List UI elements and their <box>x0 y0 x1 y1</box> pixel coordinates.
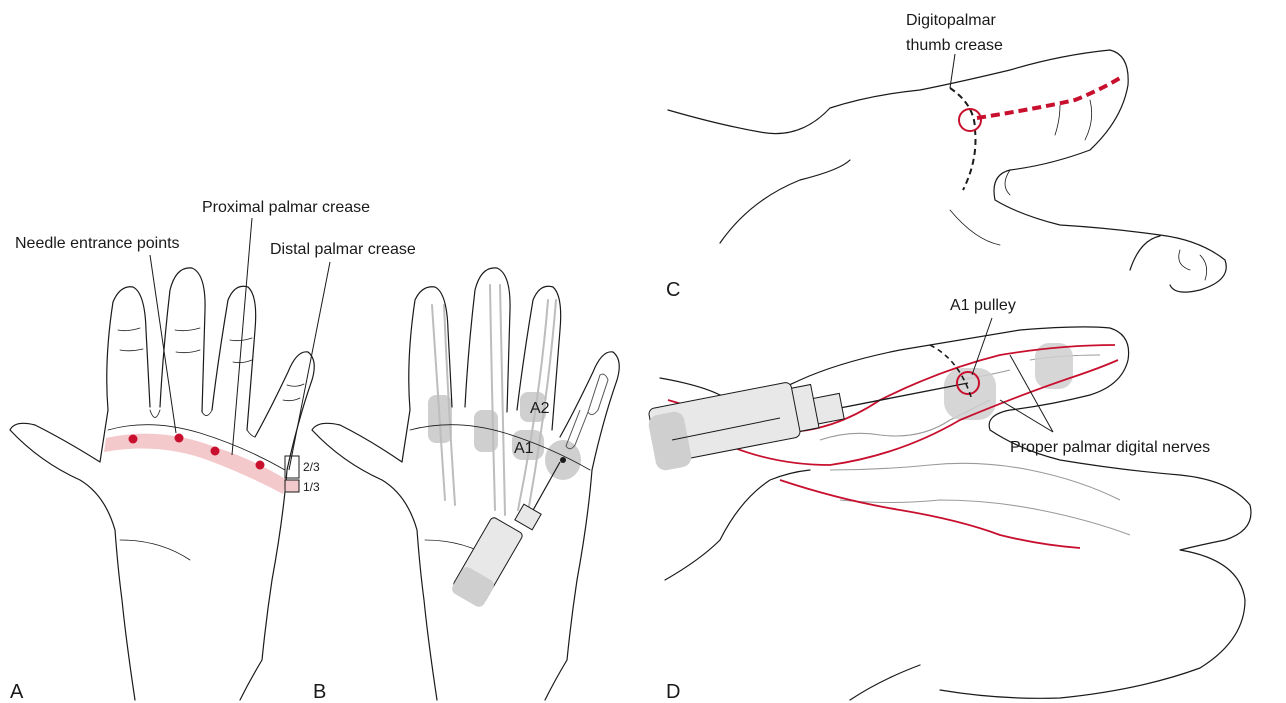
label-one-third: 1/3 <box>303 480 320 494</box>
target-point-b <box>560 457 566 463</box>
label-two-thirds: 2/3 <box>303 460 320 474</box>
leader-a1-pulley <box>972 318 992 375</box>
pulley-shade-2 <box>474 410 498 452</box>
panel-d: A1 pulley Proper palmar digital nerves D <box>647 297 1251 703</box>
hand-b-outline <box>312 268 619 700</box>
bracket-one-third <box>285 480 299 492</box>
panel-c: Digitopalmar thumb crease C <box>666 12 1226 301</box>
syringe-d <box>647 382 968 472</box>
needle-point-3 <box>211 447 220 456</box>
panel-letter-a: A <box>10 681 24 703</box>
panel-b: A2 A1 B <box>312 268 619 703</box>
panel-a: Needle entrance points Proximal palmar c… <box>10 199 416 703</box>
label-proximal-crease: Proximal palmar crease <box>202 199 370 216</box>
digitopalmar-crease <box>950 88 976 190</box>
label-needle-entrance: Needle entrance points <box>15 235 180 252</box>
thumb-axis-line <box>977 78 1120 118</box>
needle-point-1 <box>129 435 138 444</box>
label-a2: A2 <box>530 400 550 417</box>
needle-point-2 <box>175 434 184 443</box>
panel-letter-d: D <box>666 681 680 703</box>
label-digitopalmar-2: thumb crease <box>906 37 1003 54</box>
thumb-creases <box>950 100 1207 280</box>
panel-letter-b: B <box>313 681 326 703</box>
thumb-target-circle <box>959 109 981 131</box>
label-distal-crease: Distal palmar crease <box>270 241 416 258</box>
label-a1: A1 <box>514 440 534 457</box>
needle-point-4 <box>256 461 265 470</box>
label-digitopalmar-1: Digitopalmar <box>906 12 996 29</box>
label-a1-pulley: A1 pulley <box>950 297 1016 314</box>
leader-distal <box>289 262 330 470</box>
label-digital-nerves: Proper palmar digital nerves <box>1010 439 1210 456</box>
panel-letter-c: C <box>666 279 680 301</box>
thumb-outline <box>668 50 1226 292</box>
leader-proximal <box>232 218 252 455</box>
